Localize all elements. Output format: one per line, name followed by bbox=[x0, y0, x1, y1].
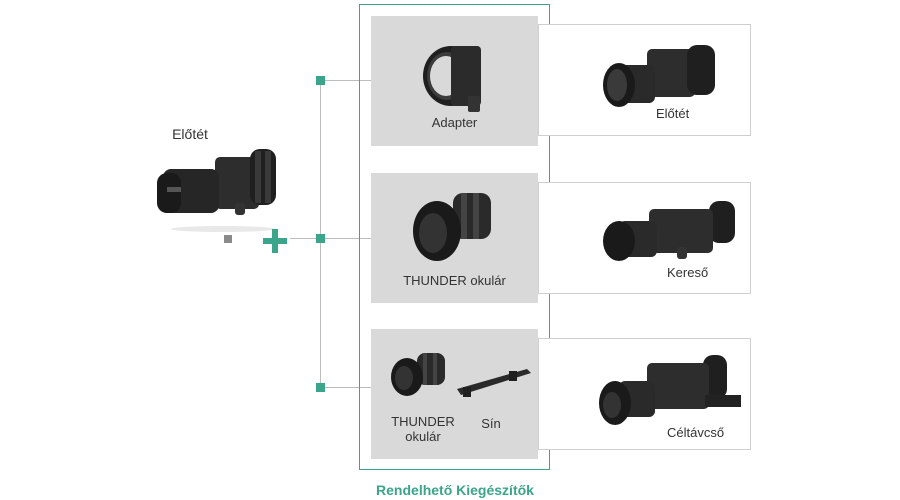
adapter-ring-image bbox=[423, 46, 481, 112]
result-box-kereso: Kereső bbox=[538, 182, 751, 294]
accessory-label-eyepiece: THUNDER okulár bbox=[403, 273, 506, 288]
connector-node-3 bbox=[316, 383, 325, 392]
rail-image bbox=[457, 369, 531, 397]
source-device-image bbox=[157, 149, 276, 232]
result-label-kereso: Kereső bbox=[667, 265, 709, 280]
result-device-elotet-image bbox=[603, 45, 715, 107]
accessories-title: Rendelhető Kiegészítők bbox=[376, 482, 534, 498]
accessory-label-adapter: Adapter bbox=[431, 115, 478, 130]
connector-line-3 bbox=[320, 387, 371, 388]
source-device-label: Előtét bbox=[172, 126, 208, 142]
accessory-label-eyepiece-2: THUNDER okulár bbox=[391, 414, 455, 444]
result-label-celtavcso: Céltávcső bbox=[667, 425, 725, 440]
connector-node-1 bbox=[316, 76, 325, 85]
accessory-label-rail: Sín bbox=[481, 416, 501, 431]
result-label-elotet: Előtét bbox=[656, 106, 690, 121]
result-device-celtavcso-image bbox=[599, 355, 741, 425]
source-connector-node bbox=[224, 235, 232, 243]
accessory-box-eyepiece-rail: THUNDER okulár Sín bbox=[371, 329, 538, 459]
result-box-elotet: Előtét bbox=[538, 24, 751, 136]
plus-icon bbox=[263, 229, 287, 253]
accessory-box-adapter: Adapter bbox=[371, 16, 538, 146]
result-device-kereso-image bbox=[603, 201, 735, 261]
result-box-celtavcso: Céltávcső bbox=[538, 338, 751, 450]
accessory-box-eyepiece: THUNDER okulár bbox=[371, 173, 538, 303]
eyepiece-small-image bbox=[391, 353, 445, 396]
connector-line-2 bbox=[290, 238, 371, 239]
eyepiece-image bbox=[413, 193, 491, 261]
connector-node-2 bbox=[316, 234, 325, 243]
connector-line-1 bbox=[320, 80, 371, 81]
